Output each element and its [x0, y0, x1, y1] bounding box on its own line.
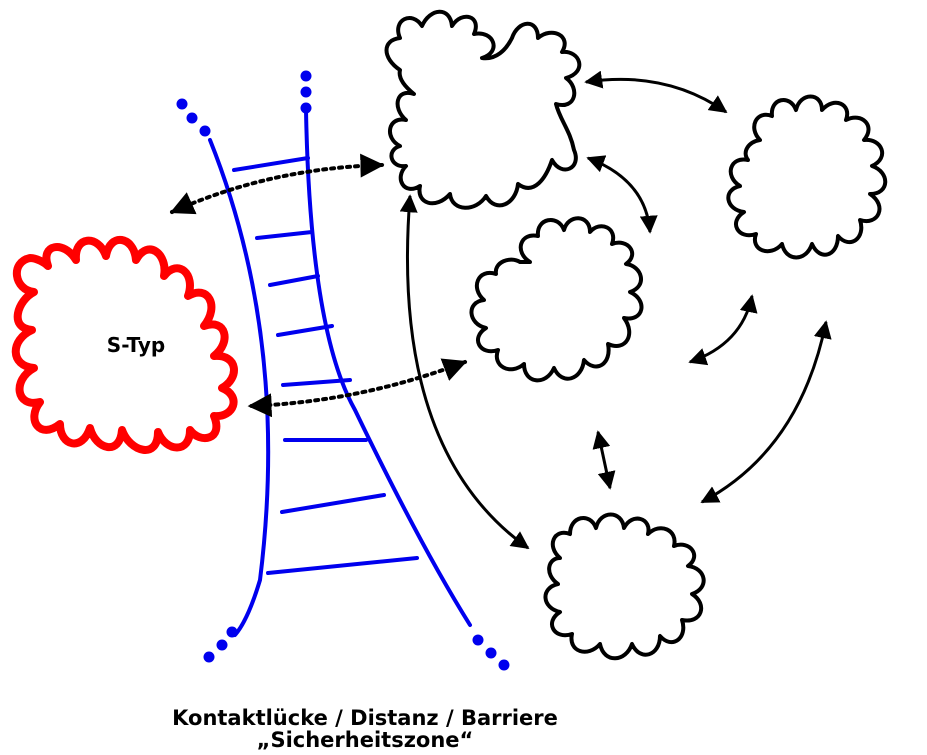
dot: [486, 648, 497, 659]
link-top-bottom: [407, 196, 528, 548]
barrier-rung: [257, 232, 312, 238]
barrier-rung: [270, 276, 318, 285]
dot: [177, 99, 188, 110]
link-top-right: [586, 79, 726, 112]
barrier-rung: [234, 158, 308, 170]
dot: [187, 113, 198, 124]
dot: [227, 627, 238, 638]
dot: [204, 652, 215, 663]
cell-bottom: [545, 515, 703, 659]
caption-title: Kontaktlücke / Distanz / Barriere: [0, 706, 730, 730]
barrier-rung: [278, 326, 332, 335]
link-middle-right: [690, 296, 752, 362]
barrier-rungs: [234, 158, 417, 573]
caption-subtitle: „Sicherheitszone“: [0, 728, 730, 752]
link-top-to-s-type: [172, 165, 382, 212]
dot: [217, 640, 228, 651]
link-right-bottom: [702, 322, 826, 502]
dot: [473, 635, 484, 646]
link-top-middle: [588, 158, 650, 232]
link-middle-bottom: [598, 432, 610, 488]
barrier-rung: [282, 495, 384, 512]
cell-middle: [471, 218, 641, 380]
cell-top: [387, 12, 580, 208]
s-type-label: S-Typ: [107, 333, 165, 357]
cell-right: [728, 97, 885, 258]
dot: [499, 660, 510, 671]
barrier-rung: [268, 558, 417, 573]
barrier-rung: [283, 380, 350, 385]
dot: [200, 126, 211, 137]
dot: [301, 71, 312, 82]
dot: [301, 103, 312, 114]
s-type-cell: S-Typ: [16, 240, 234, 450]
dot: [301, 87, 312, 98]
